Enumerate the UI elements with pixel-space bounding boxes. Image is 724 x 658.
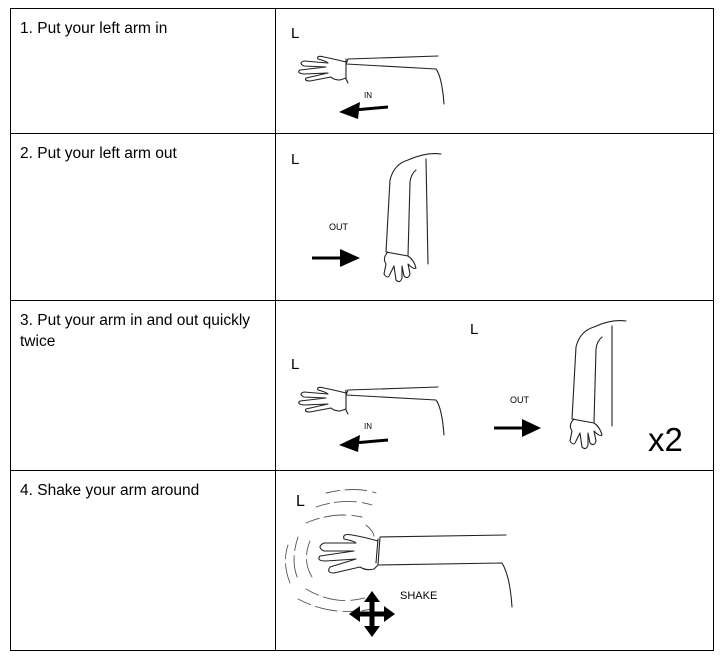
step-4-illustration: L SHAKE xyxy=(275,470,714,651)
lowered-arm-image xyxy=(569,320,627,450)
step-3-repeat-label: x2 xyxy=(648,421,683,458)
step-row-4: 4. Shake your arm around L xyxy=(10,470,714,651)
step-row-1: 1. Put your left arm in L IN xyxy=(10,8,714,134)
step-4-direction-label: SHAKE xyxy=(400,590,437,602)
step-3-left-side-label: L xyxy=(291,356,299,373)
step-3-text: 3. Put your arm in and out quickly twice xyxy=(20,312,251,350)
step-4-text: 4. Shake your arm around xyxy=(20,482,200,499)
step-row-2: 2. Put your left arm out L OUT xyxy=(10,133,714,301)
horizontal-arm-image xyxy=(298,55,445,105)
horizontal-arm-image xyxy=(318,533,513,608)
step-4-side-label: L xyxy=(296,493,305,510)
step-1-text: 1. Put your left arm in xyxy=(20,20,168,37)
arrow-left-icon xyxy=(339,102,389,119)
step-row-3: 3. Put your arm in and out quickly twice… xyxy=(10,300,714,471)
step-2-direction-label: OUT xyxy=(329,222,349,232)
step-4-text-cell: 4. Shake your arm around xyxy=(10,470,276,651)
step-3-in-label: IN xyxy=(364,422,372,431)
lowered-arm-image xyxy=(383,153,442,283)
arrow-right-icon xyxy=(312,249,360,267)
step-2-text: 2. Put your left arm out xyxy=(20,145,177,162)
four-way-arrow-icon xyxy=(349,591,395,637)
step-2-illustration: L OUT xyxy=(275,133,714,301)
step-3-illustration: L IN L OUT xyxy=(275,300,714,471)
shake-motion-lines xyxy=(285,489,377,612)
step-1-side-label: L xyxy=(291,25,299,42)
instructions-table: 1. Put your left arm in L IN 2. Put your… xyxy=(10,8,714,651)
step-1-direction-label: IN xyxy=(364,91,372,100)
step-2-side-label: L xyxy=(291,151,299,168)
step-2-text-cell: 2. Put your left arm out xyxy=(10,133,276,301)
step-1-text-cell: 1. Put your left arm in xyxy=(10,8,276,134)
step-1-illustration: L IN xyxy=(275,8,714,134)
step-3-out-label: OUT xyxy=(510,395,530,405)
horizontal-arm-image xyxy=(298,386,445,436)
step-3-text-cell: 3. Put your arm in and out quickly twice xyxy=(10,300,276,471)
arrow-left-icon xyxy=(339,435,389,452)
step-3-right-side-label: L xyxy=(470,321,478,338)
arrow-right-icon xyxy=(494,419,541,437)
